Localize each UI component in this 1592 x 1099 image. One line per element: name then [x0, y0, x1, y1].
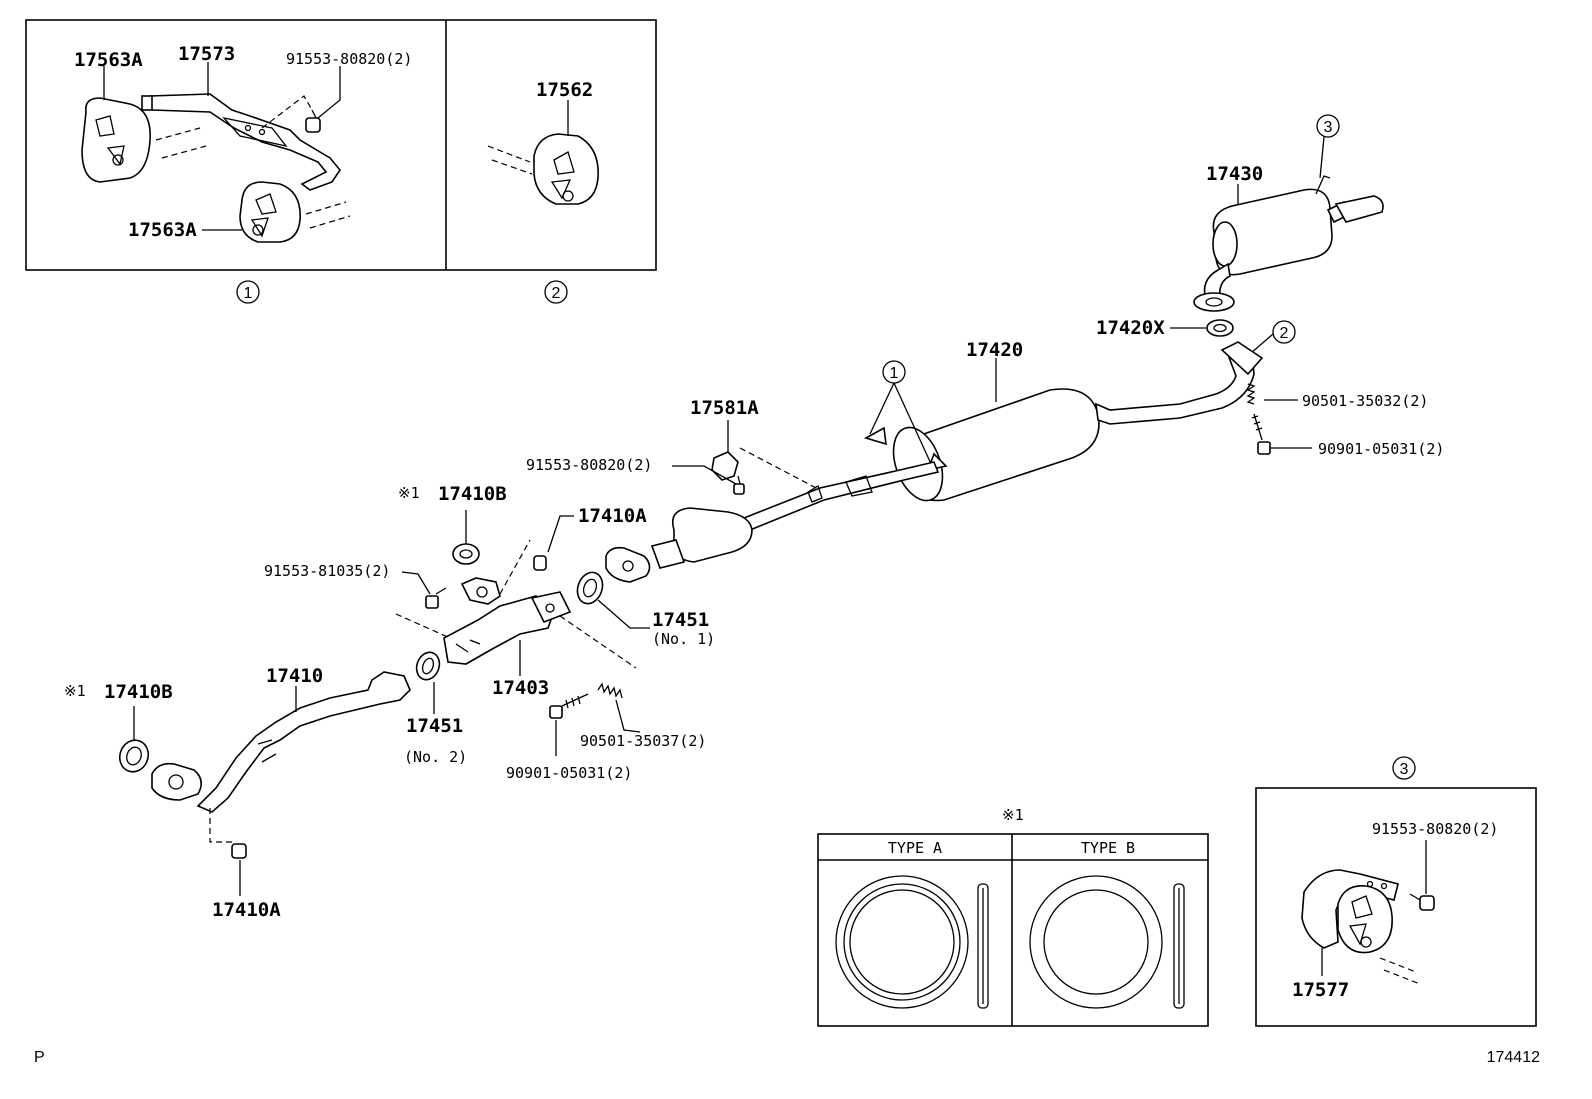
- nut-17410A-mid: [533, 555, 547, 571]
- front-pipe-catalytic: [605, 461, 940, 583]
- gasket-17420X: [1206, 319, 1234, 337]
- label-17410B-top: 17410B: [438, 483, 507, 505]
- callout-2-number: 2: [1280, 325, 1289, 342]
- inset-1-number: 1: [244, 285, 253, 302]
- bolt-91553-80820-inset1: [305, 109, 321, 133]
- callout-2-main: 2: [1249, 320, 1296, 355]
- label-17563A-top: 17563A: [74, 49, 143, 71]
- callout-1-number: 1: [890, 365, 899, 382]
- label-17420X: 17420X: [1096, 317, 1165, 339]
- bolt-91553-80820-main: [733, 475, 745, 495]
- type-b-header: TYPE B: [1081, 839, 1135, 857]
- pipe-17403: [443, 577, 572, 665]
- label-90901-05031-center: 90901-05031(2): [506, 764, 632, 782]
- label-17451-no2: 17451: [406, 715, 463, 737]
- inset-2: [487, 100, 599, 205]
- label-17562: 17562: [536, 79, 593, 101]
- label-90501-35037: 90501-35037(2): [580, 732, 706, 750]
- label-17403: 17403: [492, 677, 549, 699]
- hanger-17563A-bottom: [239, 181, 301, 243]
- label-91553-80820-inset1: 91553-80820(2): [286, 50, 412, 68]
- inset-1-labels: 17563A 17573 91553-80820(2) 17563A: [74, 43, 412, 241]
- inset-3-callout: 3: [1392, 756, 1416, 780]
- inset-2-callout: 2: [544, 280, 568, 304]
- label-17573: 17573: [178, 43, 235, 65]
- ring-17410B-left: [118, 739, 150, 773]
- inset-3: [1255, 787, 1537, 1027]
- label-90901-05031-right: 90901-05031(2): [1318, 440, 1444, 458]
- tail-muffler-17430: [1193, 175, 1384, 312]
- center-muffler-17420: [892, 341, 1264, 502]
- mark-1-top: ※1: [398, 484, 420, 502]
- bolt-90901-05031-center: [549, 693, 589, 719]
- label-17410A-mid: 17410A: [578, 505, 647, 527]
- label-17563A-bottom: 17563A: [128, 219, 197, 241]
- inset-2-number: 2: [552, 285, 561, 302]
- gasket-17451-no1: [576, 571, 604, 605]
- label-17420: 17420: [966, 339, 1023, 361]
- inset-3-number: 3: [1400, 761, 1409, 778]
- gasket-types-mark: ※1: [1002, 806, 1024, 824]
- label-17451-no2-sub: (No. 2): [404, 748, 467, 766]
- label-91553-80820-inset3: 91553-80820(2): [1372, 820, 1498, 838]
- hanger-17563A-top: [81, 97, 151, 183]
- label-17451-no1-sub: (No. 1): [652, 630, 715, 648]
- hanger-17562: [533, 133, 599, 205]
- spring-90501-35032: [1246, 383, 1256, 405]
- label-91553-81035: 91553-81035(2): [264, 562, 390, 580]
- inset-box-1-2: [25, 19, 657, 271]
- callout-3-main: 3: [1316, 114, 1340, 179]
- footer-left-code: P: [34, 1049, 45, 1066]
- label-17410A-bottom: 17410A: [212, 899, 281, 921]
- gasket-17451-no2: [415, 651, 441, 681]
- bracket-17573: [141, 93, 341, 191]
- bolt-91553-80820-inset3: [1409, 893, 1435, 911]
- label-17430: 17430: [1206, 163, 1263, 185]
- front-pipe-17410: [151, 671, 411, 813]
- mark-1-left: ※1: [64, 682, 86, 700]
- figure-number: 174412: [1487, 1049, 1540, 1066]
- label-17577: 17577: [1292, 979, 1349, 1001]
- hanger-17577: [1301, 869, 1399, 954]
- inset-1: [81, 62, 351, 243]
- inset-1-callout: 1: [236, 280, 260, 304]
- label-17410B-left: 17410B: [104, 681, 173, 703]
- callout-3-number: 3: [1324, 119, 1333, 136]
- label-91553-80820-main: 91553-80820(2): [526, 456, 652, 474]
- bracket-17581A: [711, 451, 739, 481]
- type-a-header: TYPE A: [888, 839, 942, 857]
- nut-17410A-bottom: [231, 843, 247, 859]
- label-17410: 17410: [266, 665, 323, 687]
- bolt-91553-81035: [425, 587, 447, 609]
- gasket-types-table: [817, 833, 1209, 1027]
- label-17581A: 17581A: [690, 397, 759, 419]
- ring-17410B-top: [452, 543, 480, 565]
- bolt-90901-05031-right: [1251, 413, 1271, 455]
- label-17451-no1: 17451: [652, 609, 709, 631]
- spring-90501-35037: [597, 682, 623, 699]
- label-90501-35032: 90501-35032(2): [1302, 392, 1428, 410]
